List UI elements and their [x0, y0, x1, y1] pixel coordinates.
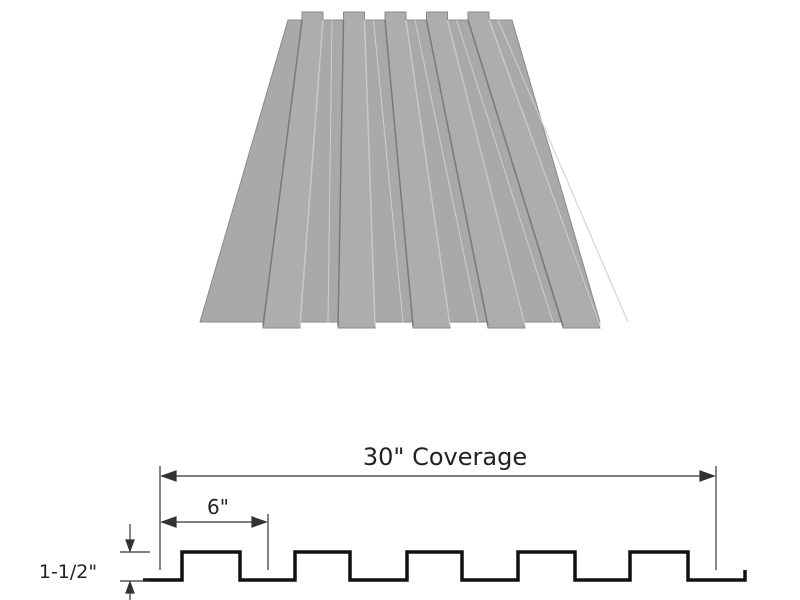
arrowhead-icon	[125, 580, 135, 594]
coverage-dimension	[159, 466, 717, 570]
panel-stiffener-line	[373, 19, 404, 323]
rib-edge-line	[405, 19, 451, 327]
rib-spacing-dimension	[160, 514, 269, 570]
rib-edge-line	[467, 19, 564, 327]
rib-edge-line	[488, 19, 601, 327]
rib-edge-line	[337, 19, 345, 327]
rib-height-dimension	[120, 524, 150, 600]
rib-edge-line	[363, 19, 376, 327]
panel-profile	[143, 550, 747, 582]
coverage-label: 30" Coverage	[363, 443, 527, 471]
panel-stiffener-line	[456, 19, 554, 323]
panel-3d-view	[199, 11, 629, 329]
panel-stiffener-line	[414, 19, 479, 323]
rib-edge-line	[299, 19, 324, 327]
rib-edge-line	[446, 19, 526, 327]
rib-height-label: 1-1/2"	[39, 561, 97, 583]
arrowhead-icon	[160, 516, 177, 528]
profile-line	[143, 550, 747, 582]
rib-edge-line	[262, 19, 303, 327]
rib-edge-line	[425, 19, 489, 327]
panel-stiffener-line	[497, 19, 629, 323]
rib-edge-line	[384, 19, 414, 327]
panel-stiffener-line	[327, 19, 333, 323]
arrowhead-icon	[125, 539, 135, 553]
arrowhead-icon	[160, 470, 177, 482]
rib-spacing-label: 6"	[207, 495, 229, 519]
arrowhead-icon	[699, 470, 716, 482]
arrowhead-icon	[251, 516, 268, 528]
